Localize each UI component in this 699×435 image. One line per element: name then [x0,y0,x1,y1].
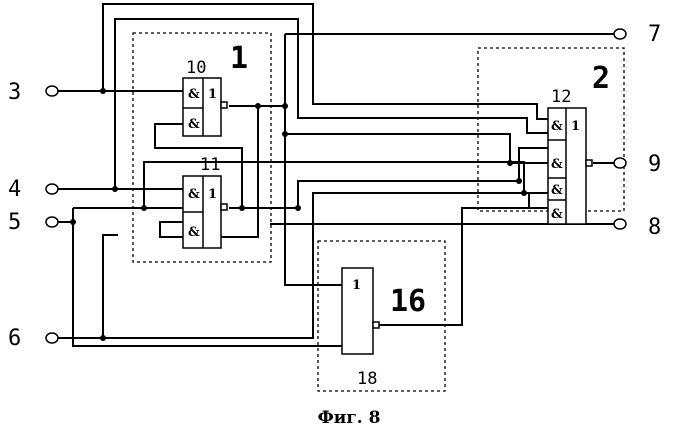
gate-11-and-bottom: & [188,225,200,240]
terminal-9-label: 9 [648,152,661,177]
gate-12-or: 1 [571,119,580,134]
terminal-7-label: 7 [648,22,661,47]
gate-11-label: 11 [200,155,220,175]
gate-12-and-4: & [551,207,563,222]
gate-18-label: 18 [357,369,377,389]
gate-12-and-2: & [551,157,563,172]
terminal-5-label: 5 [8,210,21,235]
gate-10-and-bottom: & [188,117,200,132]
gate-12: & & & & 1 [548,108,592,224]
gate-11: & & 1 [183,176,227,248]
gate-18-or: 1 [352,278,361,293]
block-2-label: 2 [592,61,610,96]
terminal-8-label: 8 [648,215,661,240]
terminal-4-label: 4 [8,177,21,202]
wires [57,4,615,346]
gate-10-or: 1 [208,87,217,102]
gate-12-and-3: & [551,183,563,198]
terminal-6-label: 6 [8,326,21,351]
block-16-label: 16 [390,284,426,319]
gate-18: 1 [342,268,379,354]
block-1-label: 1 [230,41,248,76]
terminal-3-label: 3 [8,80,21,105]
gate-10-and-top: & [188,87,200,102]
gate-11-and-top: & [188,187,200,202]
figure-caption: Фиг. 8 [318,408,381,428]
gate-10: & & 1 [183,78,227,136]
gate-12-label: 12 [551,87,571,107]
gate-11-or: 1 [208,187,217,202]
gate-10-label: 10 [186,58,206,78]
junctions [70,88,527,341]
gate-12-and-1: & [551,119,563,134]
